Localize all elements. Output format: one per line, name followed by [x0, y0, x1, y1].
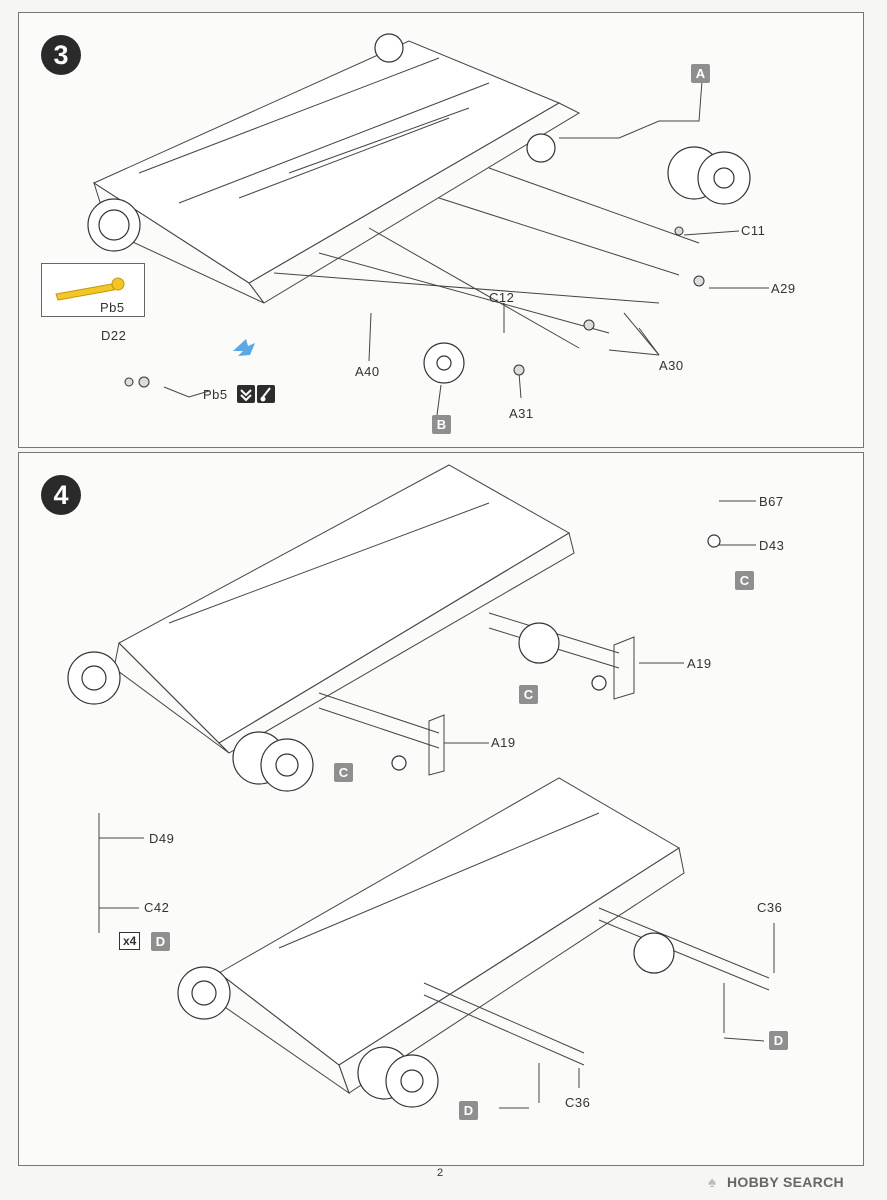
callout-c-left: C — [334, 763, 353, 782]
label-c36-left: C36 — [565, 1095, 591, 1110]
step-4-panel: 4 — [18, 452, 864, 1166]
callout-c-right: C — [519, 685, 538, 704]
step-3-hull-drawing — [87, 33, 769, 416]
label-a19-left: A19 — [491, 735, 516, 750]
callout-b: B — [432, 415, 451, 434]
label-a19-right: A19 — [687, 656, 712, 671]
label-pb5: Pb5 — [203, 387, 228, 402]
pb5-part-icon — [55, 277, 125, 301]
callout-d-subassembly: D — [151, 932, 170, 951]
label-a29: A29 — [771, 281, 796, 296]
label-d22: D22 — [101, 328, 127, 343]
label-c36-right: C36 — [757, 900, 783, 915]
step-number: 4 — [41, 475, 81, 515]
label-d49: D49 — [149, 831, 175, 846]
callout-c-top: C — [735, 571, 754, 590]
label-d43: D43 — [759, 538, 785, 553]
inset-pb5-label: Pb5 — [100, 300, 125, 315]
label-c12: C12 — [489, 290, 515, 305]
quantity-multiplier: x4 — [119, 932, 141, 950]
hobby-search-logo-icon: ♠ — [708, 1174, 716, 1191]
callout-d-right: D — [769, 1031, 788, 1050]
step-4-hull-drawing — [67, 464, 775, 1109]
label-a30: A30 — [659, 358, 684, 373]
pb5-inset: Pb5 — [41, 263, 145, 317]
watermark: HOBBY SEARCH — [727, 1174, 844, 1190]
label-c11: C11 — [741, 223, 766, 238]
label-b67: B67 — [759, 494, 784, 509]
step-number: 3 — [41, 35, 81, 75]
step-3-panel: 3 — [18, 12, 864, 448]
callout-d-left: D — [459, 1101, 478, 1120]
label-a40: A40 — [355, 364, 380, 379]
page-number: 2 — [437, 1167, 444, 1179]
label-a31: A31 — [509, 406, 534, 421]
paint-icon — [257, 385, 275, 403]
label-c42: C42 — [144, 900, 170, 915]
glue-icon — [237, 385, 255, 403]
callout-a: A — [691, 64, 710, 83]
